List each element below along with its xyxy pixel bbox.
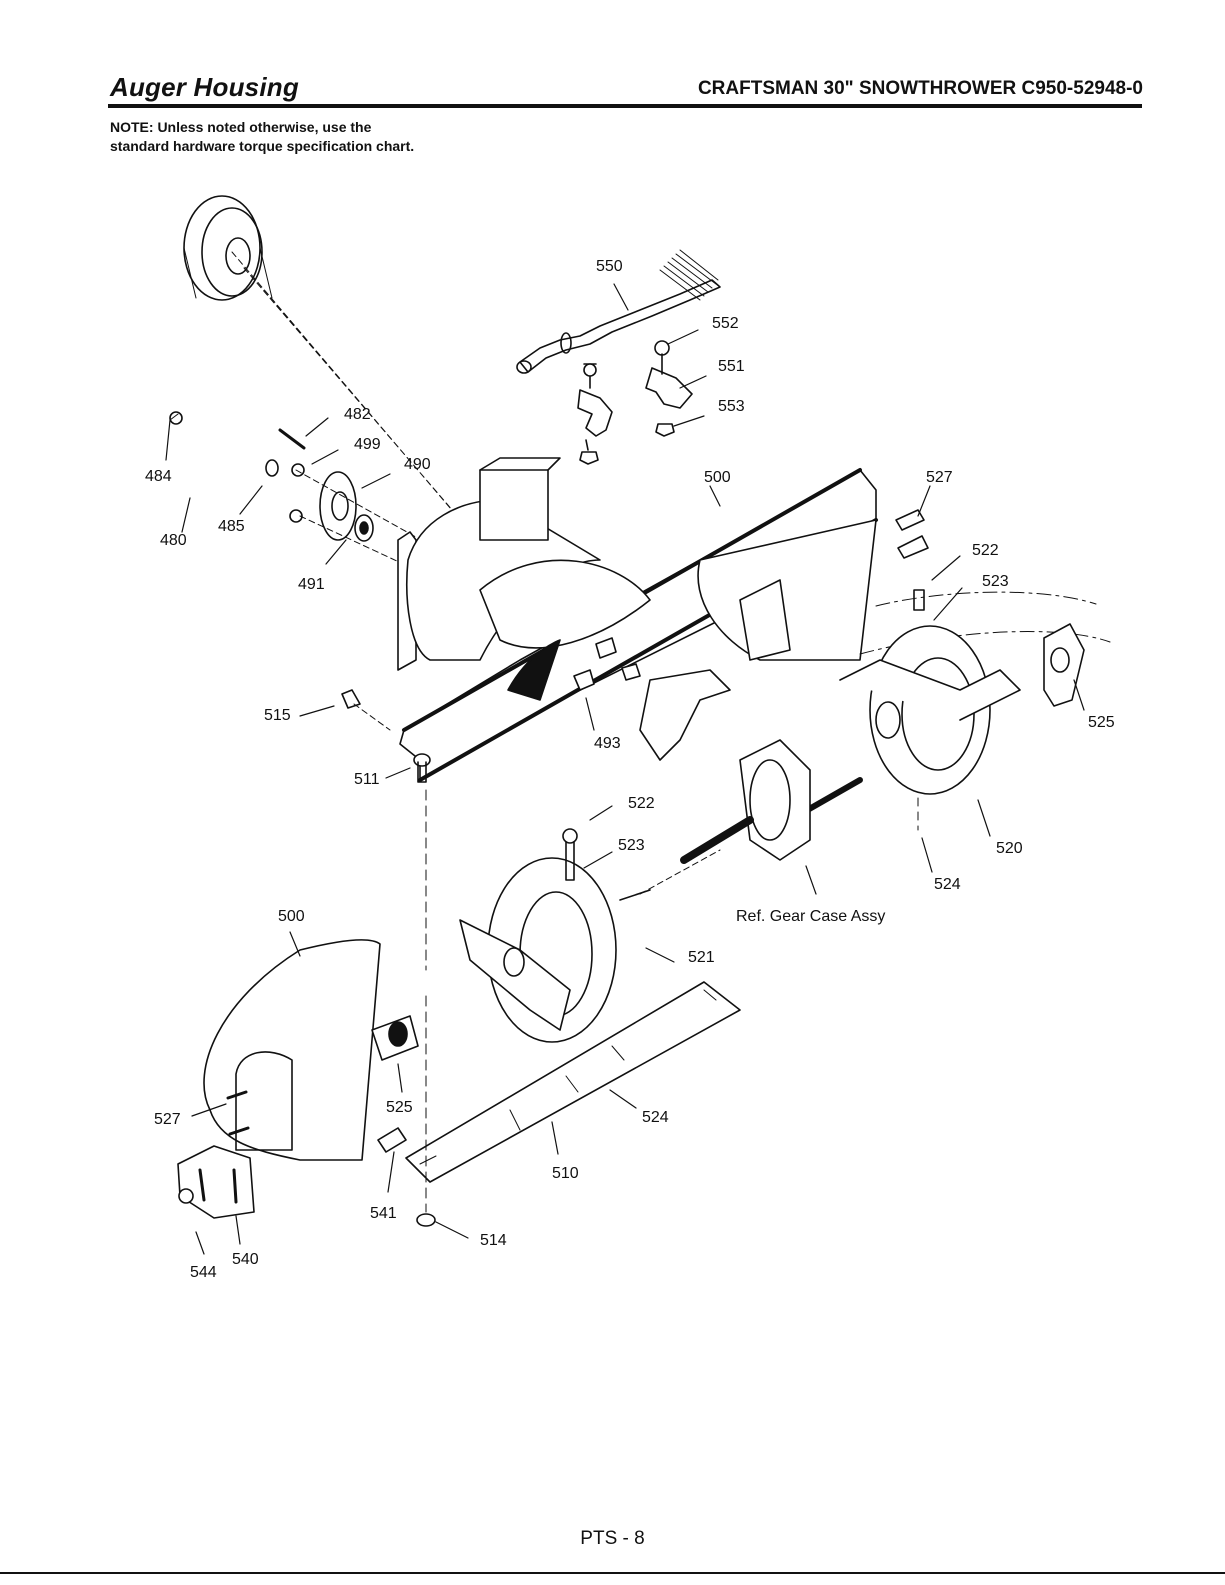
callout-523-top: 523 bbox=[982, 573, 1009, 590]
callout-514: 514 bbox=[480, 1232, 507, 1249]
callout-485: 485 bbox=[218, 518, 245, 535]
callout-491: 491 bbox=[298, 576, 325, 593]
bearing-flange-part bbox=[320, 472, 356, 540]
pulley-part bbox=[184, 196, 272, 300]
callout-490: 490 bbox=[404, 456, 431, 473]
callout-499: 499 bbox=[354, 436, 381, 453]
callout-550: 550 bbox=[596, 258, 623, 275]
pulley-nut-part bbox=[170, 412, 182, 424]
skid-shoe-part bbox=[178, 1146, 254, 1218]
callout-540: 540 bbox=[232, 1251, 259, 1268]
callout-524-right: 524 bbox=[934, 876, 961, 893]
callout-522-mid: 522 bbox=[628, 795, 655, 812]
side-panel-part bbox=[204, 940, 418, 1160]
callout-480: 480 bbox=[160, 532, 187, 549]
auger-housing-part bbox=[398, 458, 876, 780]
callout-553: 553 bbox=[718, 398, 745, 415]
callout-522-top: 522 bbox=[972, 542, 999, 559]
skid-nut-part bbox=[179, 1189, 193, 1203]
spacer-part bbox=[266, 460, 278, 476]
callout-500-lower: 500 bbox=[278, 908, 305, 925]
callout-511: 511 bbox=[354, 771, 380, 788]
callout-521: 521 bbox=[688, 949, 715, 966]
bottom-divider bbox=[0, 1572, 1225, 1574]
callout-527-lower: 527 bbox=[154, 1111, 181, 1128]
callout-515: 515 bbox=[264, 707, 291, 724]
callout-527-top: 527 bbox=[926, 469, 953, 486]
callout-541: 541 bbox=[370, 1205, 397, 1222]
callout-484: 484 bbox=[145, 468, 172, 485]
page-number: PTS - 8 bbox=[0, 1528, 1225, 1550]
callout-510: 510 bbox=[552, 1165, 579, 1182]
carriage-bolt-511-part bbox=[414, 754, 430, 970]
shear-nut-part bbox=[342, 690, 360, 708]
bolt-head-part bbox=[292, 464, 304, 476]
callout-482: 482 bbox=[344, 406, 371, 423]
chute-clip-left-part bbox=[578, 364, 612, 464]
callout-493: 493 bbox=[594, 735, 621, 752]
callout-525-lower: 525 bbox=[386, 1099, 413, 1116]
callout-551: 551 bbox=[718, 358, 745, 375]
nut-514-part bbox=[417, 1214, 435, 1226]
callout-523-mid: 523 bbox=[618, 837, 645, 854]
ref-gear-case-label: Ref. Gear Case Assy bbox=[736, 908, 885, 925]
gear-case-part bbox=[640, 670, 810, 860]
callout-500-top: 500 bbox=[704, 469, 731, 486]
callout-520: 520 bbox=[996, 840, 1023, 857]
bolt-541-part bbox=[378, 1128, 406, 1152]
callout-544: 544 bbox=[190, 1264, 217, 1281]
callout-525-right: 525 bbox=[1088, 714, 1115, 731]
key-part bbox=[280, 430, 304, 448]
bearing-part bbox=[355, 515, 373, 541]
callout-552: 552 bbox=[712, 315, 739, 332]
callout-524-lower: 524 bbox=[642, 1109, 669, 1126]
